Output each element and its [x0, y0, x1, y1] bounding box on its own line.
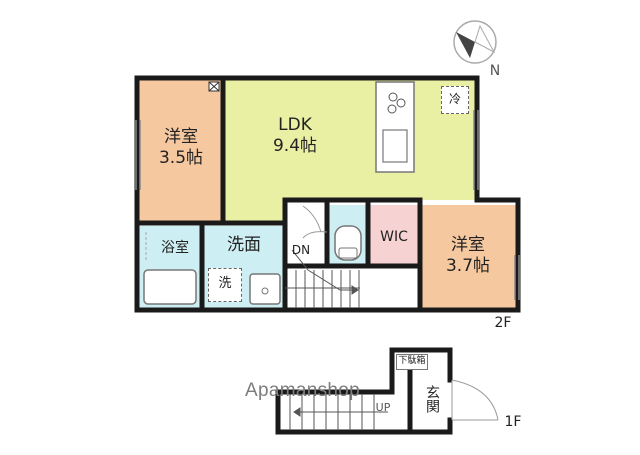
stairs-2f-label: DN	[291, 243, 311, 257]
room-wic	[369, 205, 419, 267]
wic-name: WIC	[380, 229, 408, 245]
floor-label-1f: 1F	[504, 414, 522, 430]
western-left-size: 3.5帖	[158, 148, 204, 168]
washroom-name: 洗面	[227, 235, 261, 255]
shoe-box-label: 下駄箱	[398, 356, 426, 366]
floor-label-2f: 2F	[494, 315, 512, 331]
washer-label: 洗	[218, 276, 232, 291]
entrance-label: 玄関	[424, 385, 440, 413]
room-western-left	[139, 80, 223, 222]
compass-north-label: N	[489, 63, 501, 79]
washer-space	[208, 268, 242, 302]
room-ldk-lower	[223, 200, 285, 222]
watermark: Apamanshop	[245, 380, 360, 401]
bath-name: 浴室	[161, 240, 189, 256]
western-left-name: 洋室	[164, 127, 198, 147]
compass-icon	[453, 20, 497, 64]
stair-hall	[285, 205, 327, 308]
ldk-name: LDK	[278, 115, 312, 135]
shoe-box	[396, 354, 428, 370]
room-western-right	[419, 205, 516, 308]
compass	[440, 15, 510, 85]
room-ldk	[223, 80, 475, 200]
stairs-1f-label: UP	[375, 401, 391, 414]
western-right-name: 洋室	[451, 235, 485, 255]
western-right-size: 3.7帖	[445, 256, 491, 276]
fridge-label: 冷	[448, 92, 461, 106]
ldk-size: 9.4帖	[272, 136, 318, 156]
fridge-space	[441, 86, 469, 114]
